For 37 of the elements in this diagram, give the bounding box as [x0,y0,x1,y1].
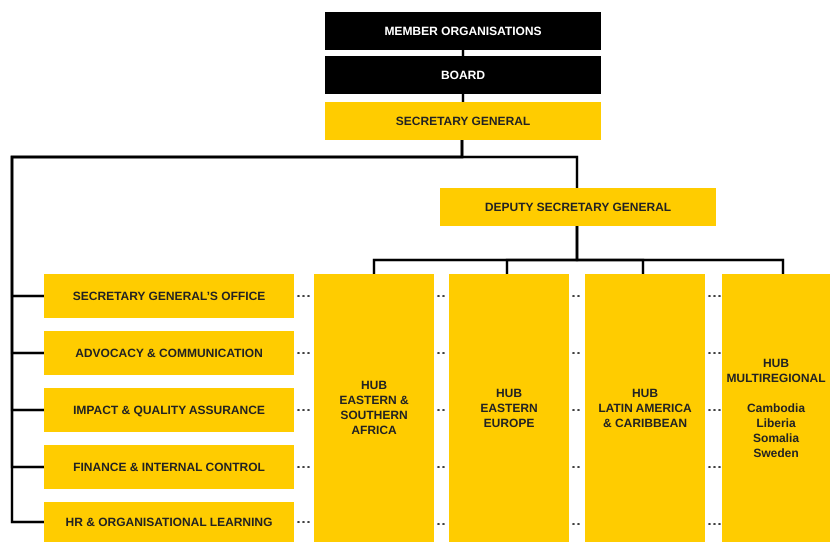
unit-title: SECRETARY GENERAL [396,114,530,128]
unit-title: IMPACT & QUALITY ASSURANCE [73,402,265,418]
unit-title: HUB [361,378,387,393]
dotted-connector [708,466,721,468]
unit-title: BOARD [441,68,485,82]
dotted-connector [708,409,721,411]
role-box [325,102,601,140]
role-box [44,331,294,375]
unit-name: EASTERN & SOUTHERN AFRICA [338,393,410,438]
hub-panel [314,274,434,542]
unit-name: LATIN AMERICA & CARIBBEAN [597,400,693,430]
unit-title: MEMBER ORGANISATIONS [384,24,542,38]
hub-panel [722,274,830,542]
unit-title: HR & ORGANISATIONAL LEARNING [66,514,272,530]
role-box [440,188,716,226]
dotted-connector [708,295,721,297]
hub-panel [585,274,705,542]
connector-line [576,226,784,274]
role-box [325,56,601,94]
unit-title: HUB [632,386,658,400]
unit-title: HUB [763,356,789,370]
hub-panel [449,274,569,542]
role-box [44,274,294,318]
unit-title: ADVOCACY & COMMUNICATION [75,346,263,360]
role-box [44,445,294,489]
dotted-connector [708,523,721,525]
unit-title: FINANCE & INTERNAL CONTROL [73,460,265,474]
role-box [325,12,601,50]
unit-name: EASTERN EUROPE [479,400,539,430]
dotted-connector [708,352,721,354]
role-box [44,502,294,542]
unit-name: MULTIREGIONAL [726,370,826,386]
role-box [44,388,294,432]
unit-title: SECRETARY GENERAL’S OFFICE [72,288,266,304]
unit-title: DEPUTY SECRETARY GENERAL [484,200,672,214]
unit-title: HUB [496,386,522,400]
country-list: Cambodia Liberia Somalia Sweden [743,400,809,460]
